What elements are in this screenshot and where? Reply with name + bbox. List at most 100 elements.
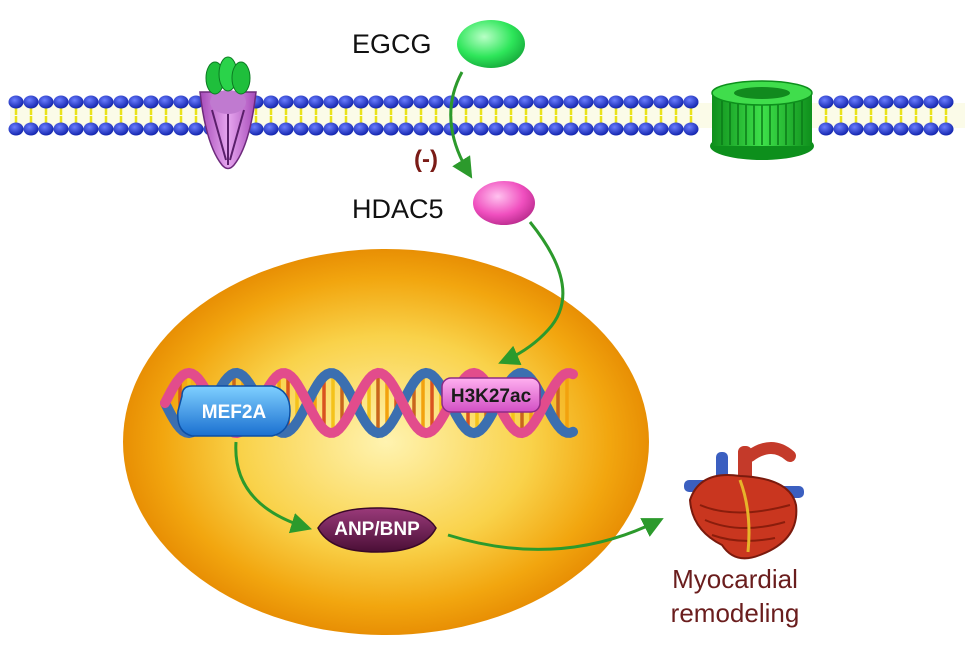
lipid-head: [863, 122, 879, 136]
lipid-head: [323, 95, 339, 109]
lipid-head: [368, 95, 384, 109]
anp-bnp-protein: ANP/BNP: [317, 507, 437, 553]
lipid-head: [353, 95, 369, 109]
lipid-head: [338, 95, 354, 109]
lipid-head: [293, 122, 309, 136]
h3k27ac-label: H3K27ac: [451, 386, 532, 407]
outcome-line-2: remodeling: [671, 598, 800, 628]
lipid-head: [338, 122, 354, 136]
lipid-head: [398, 122, 414, 136]
lipid-head: [518, 95, 534, 109]
lipid-head: [668, 95, 684, 109]
lipid-head: [473, 95, 489, 109]
lipid-head: [533, 122, 549, 136]
lipid-head: [923, 122, 939, 136]
h3k27ac-mark: H3K27ac: [441, 377, 541, 413]
lipid-head: [113, 122, 129, 136]
lipid-head: [8, 122, 24, 136]
mef2a-label: MEF2A: [202, 402, 267, 423]
lipid-head: [878, 95, 894, 109]
lipid-head: [98, 122, 114, 136]
lipid-head: [683, 95, 699, 109]
lipid-head: [38, 95, 54, 109]
lipid-head: [188, 95, 204, 109]
nucleus: [123, 249, 649, 635]
lipid-head: [113, 95, 129, 109]
lipid-head: [173, 122, 189, 136]
lipid-head: [668, 122, 684, 136]
lipid-head: [398, 95, 414, 109]
lipid-head: [248, 122, 264, 136]
lipid-head: [128, 122, 144, 136]
lipid-head: [23, 122, 39, 136]
lipid-head: [68, 122, 84, 136]
arrow-mef2a-to-anp-bnp: [234, 441, 313, 534]
lipid-head: [83, 95, 99, 109]
lipid-head: [623, 95, 639, 109]
lipid-head: [428, 95, 444, 109]
receptor-icon: [199, 56, 257, 170]
lipid-head: [563, 95, 579, 109]
lipid-head: [893, 95, 909, 109]
lipid-head: [383, 95, 399, 109]
lipid-head: [458, 122, 474, 136]
lipid-head: [563, 122, 579, 136]
arrow-hdac5-to-h3k27ac: [498, 221, 565, 366]
lipid-head: [308, 95, 324, 109]
lipid-head: [593, 95, 609, 109]
lipid-head: [308, 122, 324, 136]
lipid-head: [938, 122, 954, 136]
lipid-head: [23, 95, 39, 109]
lipid-head: [623, 122, 639, 136]
lipid-head: [533, 95, 549, 109]
outcome-line-1: Myocardial: [672, 564, 798, 594]
lipid-head: [8, 95, 24, 109]
egcg-label: EGCG: [352, 29, 432, 59]
lipid-head: [833, 95, 849, 109]
lipid-head: [413, 95, 429, 109]
mef2a-protein: MEF2A: [177, 385, 291, 437]
lipid-head: [158, 95, 174, 109]
lipid-head: [428, 122, 444, 136]
lipid-head: [98, 95, 114, 109]
lipid-head: [503, 122, 519, 136]
lipid-head: [833, 122, 849, 136]
lipid-head: [188, 122, 204, 136]
lipid-head: [473, 122, 489, 136]
lipid-head: [383, 122, 399, 136]
lipid-head: [128, 95, 144, 109]
lipid-head: [53, 95, 69, 109]
lipid-head: [638, 122, 654, 136]
lipid-head: [578, 122, 594, 136]
lipid-head: [263, 95, 279, 109]
lipid-head: [608, 122, 624, 136]
arrow-anp-bnp-to-heart: [447, 518, 664, 551]
lipid-head: [908, 122, 924, 136]
lipid-head: [878, 122, 894, 136]
lipid-head: [548, 122, 564, 136]
lipid-head: [458, 95, 474, 109]
lipid-head: [68, 95, 84, 109]
lipid-head: [368, 122, 384, 136]
lipid-head: [488, 95, 504, 109]
lipid-head: [83, 122, 99, 136]
lipid-head: [353, 122, 369, 136]
hdac5-molecule: [473, 181, 535, 225]
lipid-head: [863, 95, 879, 109]
lipid-head: [278, 122, 294, 136]
lipid-head: [293, 95, 309, 109]
lipid-head: [518, 122, 534, 136]
lipid-head: [143, 122, 159, 136]
lipid-head: [923, 95, 939, 109]
lipid-head: [653, 95, 669, 109]
lipid-head: [413, 122, 429, 136]
lipid-head: [158, 122, 174, 136]
lipid-head: [53, 122, 69, 136]
heart-icon: [684, 442, 804, 560]
arrow-egcg-to-hdac5: [449, 71, 473, 179]
lipid-head: [263, 122, 279, 136]
lipid-head: [173, 95, 189, 109]
lipid-head: [908, 95, 924, 109]
lipid-head: [323, 122, 339, 136]
